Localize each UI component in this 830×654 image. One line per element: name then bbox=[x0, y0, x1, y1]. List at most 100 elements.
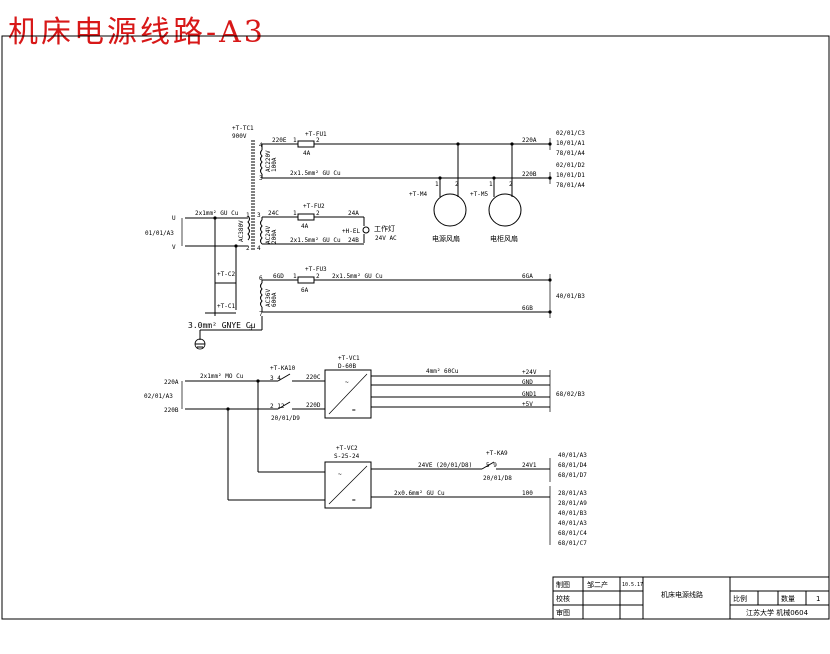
tb-scale-label: 比例 bbox=[733, 594, 747, 603]
wire-220d: 220D bbox=[306, 402, 321, 409]
ref-dc2-4: 28/01/A3 bbox=[558, 490, 587, 497]
ka9-terms: 5 9 bbox=[486, 462, 497, 469]
dc-out-24v: +24V bbox=[522, 369, 537, 376]
tc1-ref: +T-TC1 bbox=[232, 125, 254, 132]
cable-24: 2x1.5mm² GU Cu bbox=[290, 237, 341, 244]
dc-ref: 02/01/A3 bbox=[144, 393, 173, 400]
fuse-fu1-rating: 4A bbox=[303, 150, 311, 157]
sec1-current: 100A bbox=[271, 157, 278, 172]
ref-dc: 68/02/B3 bbox=[556, 391, 585, 398]
fuse-fu2 bbox=[297, 213, 315, 221]
ref-220b-1: 02/01/D2 bbox=[556, 162, 585, 169]
tb-drawn-label: 制图 bbox=[556, 580, 570, 589]
fuse-fu1-ref: +T-FU1 bbox=[305, 131, 327, 138]
tb-org: 江苏大学 机械0604 bbox=[746, 608, 809, 617]
svg-text:2: 2 bbox=[316, 210, 320, 217]
secondary-winding-1 bbox=[260, 149, 263, 175]
motor-m4-name: 电源风扇 bbox=[432, 234, 460, 243]
tb-check-label: 校核 bbox=[556, 594, 570, 603]
tb-date: 10.5.17 bbox=[622, 582, 643, 588]
cable-6: 2x1.5mm² GU Cu bbox=[332, 273, 383, 280]
lamp-icon bbox=[362, 226, 370, 234]
circuit-220v: 220E +T-FU1 4A 1 2 220A 2x1.5mm² GU Cu 2… bbox=[261, 130, 585, 243]
sec2-label: AC24V bbox=[265, 226, 272, 244]
tb-qty-value: 1 bbox=[816, 595, 820, 603]
wire-220c: 220C bbox=[306, 374, 321, 381]
ref-dc2-2: 68/01/D4 bbox=[558, 462, 587, 469]
svg-text:1: 1 bbox=[489, 181, 493, 188]
supply-v: V bbox=[172, 244, 176, 251]
drawing-title: 机床电源线路-A3 bbox=[8, 15, 266, 50]
supply-input: U V 01/01/A3 2x1mm² GU Cu +T-C2 +T-C1 bbox=[145, 210, 248, 316]
primary-label: AC380V bbox=[238, 220, 245, 242]
svg-text:1: 1 bbox=[293, 210, 297, 217]
circuit-6v: 6GD +T-FU3 6A 1 2 2x1.5mm² GU Cu 6GA 6GB… bbox=[261, 266, 585, 318]
ref-dc2-9: 68/01/C7 bbox=[558, 540, 587, 547]
svg-text:1: 1 bbox=[293, 137, 297, 144]
svg-text:1: 1 bbox=[246, 212, 250, 219]
circuit-24v: 24C +T-FU2 4A 1 2 24A 24B 2x1.5mm² GU Cu… bbox=[261, 203, 397, 245]
ground-cable: 3.0mm² GNYE Cu bbox=[188, 321, 256, 330]
svg-text:2: 2 bbox=[455, 181, 459, 188]
svg-text:~: ~ bbox=[338, 471, 342, 478]
wire-24b: 24B bbox=[348, 237, 359, 244]
dc-wire: 2x1mm² MO Cu bbox=[200, 373, 244, 380]
transformer-tc1: +T-TC1 900V AC380V AC220V 100A AC24V 200… bbox=[232, 125, 278, 318]
fuse-fu3 bbox=[297, 276, 315, 284]
ref-dc2-1: 40/01/A3 bbox=[558, 452, 587, 459]
ref-220b-3: 78/01/A4 bbox=[556, 182, 585, 189]
title-block: 制图 邹二产 10.5.17 校核 审图 机床电源线路 比例 数量 1 江苏大学… bbox=[552, 576, 830, 620]
circuit-dc: 220A 02/01/A3 220B 2x1mm² MO Cu +T-KA10 … bbox=[144, 355, 587, 547]
ka10-terms: 3 4 bbox=[270, 375, 281, 382]
vc2-ref: +T-VC2 bbox=[336, 445, 358, 452]
cable-220: 2x1.5mm² GU Cu bbox=[290, 170, 341, 177]
ka9-ref-2: 20/01/D8 bbox=[483, 475, 512, 482]
ka10-ref: +T-KA10 bbox=[270, 365, 296, 372]
ka9-ref: +T-KA9 bbox=[486, 450, 508, 457]
svg-text:4: 4 bbox=[257, 245, 261, 252]
svg-text:~: ~ bbox=[345, 379, 349, 386]
motor-m4-ref: +T-M4 bbox=[409, 191, 427, 198]
wire-100: 100 bbox=[522, 490, 533, 497]
sec3-label: AC36V bbox=[265, 289, 272, 307]
terms-2-12: 2 12 bbox=[270, 403, 285, 410]
supply-ref: 01/01/A3 bbox=[145, 230, 174, 237]
secondary-winding-3 bbox=[260, 282, 263, 308]
wire-220a: 220A bbox=[522, 137, 537, 144]
svg-text:2: 2 bbox=[316, 273, 320, 280]
secondary-winding-2 bbox=[260, 219, 263, 245]
fuse-fu3-ref: +T-FU3 bbox=[305, 266, 327, 273]
tb-qty-label: 数量 bbox=[781, 594, 795, 603]
tc1-power: 900V bbox=[232, 133, 247, 140]
ref-dc2-6: 40/01/B3 bbox=[558, 510, 587, 517]
svg-text:2: 2 bbox=[509, 181, 513, 188]
wire-6c: 6GD bbox=[273, 273, 284, 280]
fuse-fu1 bbox=[297, 140, 315, 148]
cable-210: 2x0.6mm² GU Cu bbox=[394, 490, 445, 497]
svg-text:7: 7 bbox=[259, 311, 263, 318]
wire-220b: 220B bbox=[522, 171, 537, 178]
motor-m5-name: 电柜风扇 bbox=[490, 234, 518, 243]
wire-24a: 24A bbox=[348, 210, 359, 217]
vc2-model: S-25-24 bbox=[334, 453, 360, 460]
ref-220b-2: 10/01/D1 bbox=[556, 172, 585, 179]
cap-c2: +T-C2 bbox=[217, 271, 235, 278]
cap-c1: +T-C1 bbox=[217, 303, 235, 310]
ref-220a-1: 02/01/C3 bbox=[556, 130, 585, 137]
svg-text:1: 1 bbox=[293, 273, 297, 280]
fuse-fu2-ref: +T-FU2 bbox=[303, 203, 325, 210]
dc-out-cable: 4mm² 60Cu bbox=[426, 368, 459, 375]
primary-winding bbox=[247, 215, 250, 241]
fuse-fu3-rating: 6A bbox=[301, 287, 309, 294]
dc-in-b: 220B bbox=[164, 407, 179, 414]
sec3-current: 600A bbox=[271, 292, 278, 307]
svg-text:1: 1 bbox=[435, 181, 439, 188]
ref-6v: 40/01/B3 bbox=[556, 293, 585, 300]
motor-m5-ref: +T-M5 bbox=[470, 191, 488, 198]
supply-wire: 2x1mm² GU Cu bbox=[195, 210, 239, 217]
svg-text:=: = bbox=[352, 407, 356, 414]
svg-text:2: 2 bbox=[246, 245, 250, 252]
wire-6b: 6GB bbox=[522, 305, 533, 312]
ref-dc2-3: 68/01/D7 bbox=[558, 472, 587, 479]
